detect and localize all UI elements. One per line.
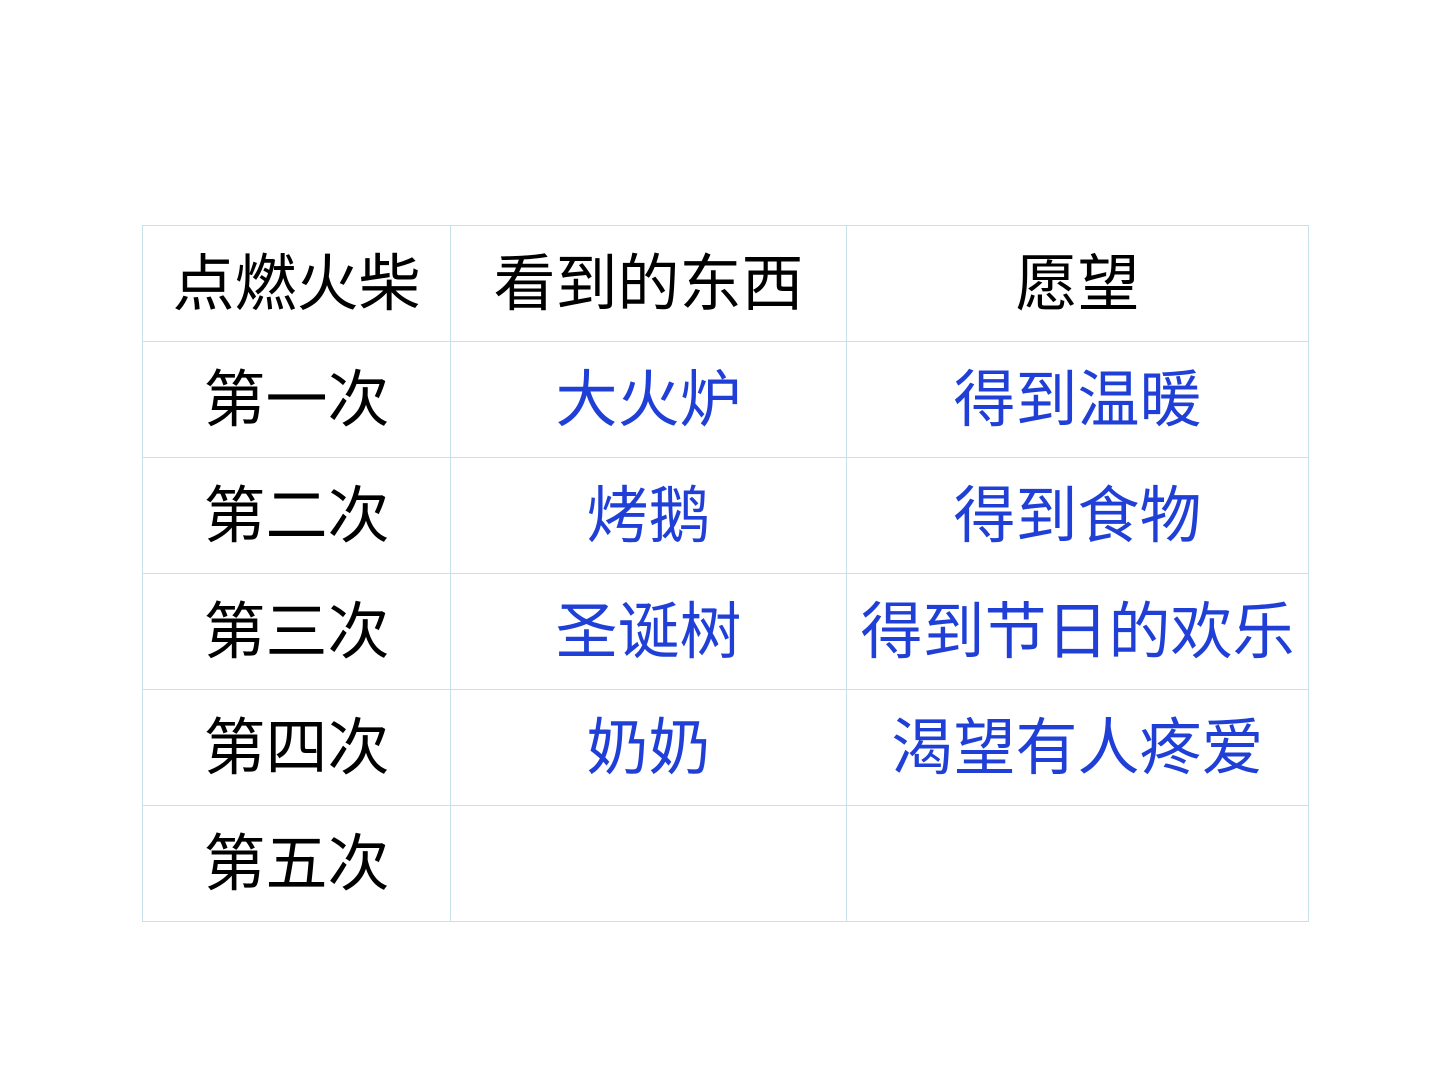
wish-cell: 得到温暖 [846,341,1309,458]
seen-cell: 烤鹅 [450,457,847,574]
header-things-seen: 看到的东西 [450,225,847,342]
row-label: 第三次 [142,573,451,690]
table-row: 第二次 烤鹅 得到食物 [142,457,1309,574]
wish-cell: 得到节日的欢乐 [846,573,1309,690]
table-row: 第三次 圣诞树 得到节日的欢乐 [142,573,1309,690]
header-light-match: 点燃火柴 [142,225,451,342]
seen-cell: 大火炉 [450,341,847,458]
row-label: 第四次 [142,689,451,806]
header-wish: 愿望 [846,225,1309,342]
seen-cell-empty [450,805,847,922]
seen-cell: 圣诞树 [450,573,847,690]
table-row: 第一次 大火炉 得到温暖 [142,341,1309,458]
row-label: 第二次 [142,457,451,574]
row-label: 第五次 [142,805,451,922]
table-row: 第五次 [142,805,1309,922]
seen-cell: 奶奶 [450,689,847,806]
wish-cell: 渴望有人疼爱 [846,689,1309,806]
table-header-row: 点燃火柴 看到的东西 愿望 [142,225,1309,342]
wish-cell: 得到食物 [846,457,1309,574]
row-label: 第一次 [142,341,451,458]
wish-cell-empty [846,805,1309,922]
matchstick-table: 点燃火柴 看到的东西 愿望 第一次 大火炉 得到温暖 第二次 烤鹅 得到食物 第… [142,225,1309,922]
table-row: 第四次 奶奶 渴望有人疼爱 [142,689,1309,806]
